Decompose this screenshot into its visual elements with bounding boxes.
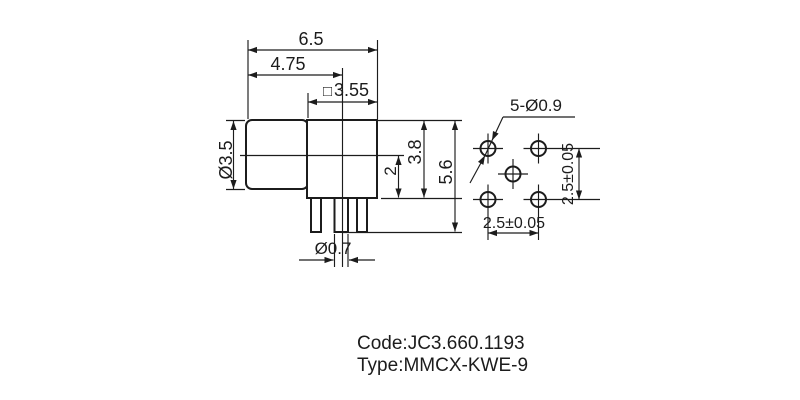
connector-barrel-outline — [245, 119, 309, 190]
dim-text-body-height: 3.8 — [405, 139, 425, 164]
dim-text-total-height: 5.6 — [436, 159, 456, 184]
leader-chord — [484, 140, 493, 156]
dim-text-total-width: 6.5 — [298, 29, 323, 49]
leader-arrow-upper — [491, 116, 504, 141]
dimension-lines — [230, 46, 459, 264]
right-pin-outline — [356, 197, 368, 233]
side-view-outline — [245, 119, 378, 233]
hole-pattern-view — [469, 116, 600, 240]
dim-text-barrel-diameter: Ø3.5 — [216, 140, 236, 179]
dim-text-holes: 5-Ø0.9 — [510, 96, 562, 115]
part-type-text: Type:MMCX-KWE-9 — [357, 355, 528, 376]
dim-text-square-symbol: □ — [323, 83, 332, 100]
holes-leader — [469, 116, 575, 184]
extension-lines — [226, 40, 462, 267]
title-block: Code:JC3.660.1193 Type:MMCX-KWE-9 — [357, 333, 528, 376]
leader-arrow-lower — [469, 155, 486, 184]
dimension-texts: 6.5 4.75 □ 3.55 Ø3.5 2 3.8 5.6 Ø0.7 5-Ø0… — [216, 29, 577, 258]
center-pin-outline — [333, 197, 349, 233]
dim-text-pitch-horizontal: 2.5±0.05 — [483, 215, 545, 232]
dim-text-center-to-base: 2 — [381, 166, 400, 175]
dim-text-body-square: 3.55 — [334, 80, 369, 100]
left-pin-outline — [310, 197, 322, 233]
part-code-text: Code:JC3.660.1193 — [357, 333, 525, 354]
dim-text-pin-diameter: Ø0.7 — [315, 239, 352, 258]
dim-text-flange-width: 4.75 — [270, 54, 305, 74]
dim-text-pitch-vertical: 2.5±0.05 — [560, 143, 577, 205]
